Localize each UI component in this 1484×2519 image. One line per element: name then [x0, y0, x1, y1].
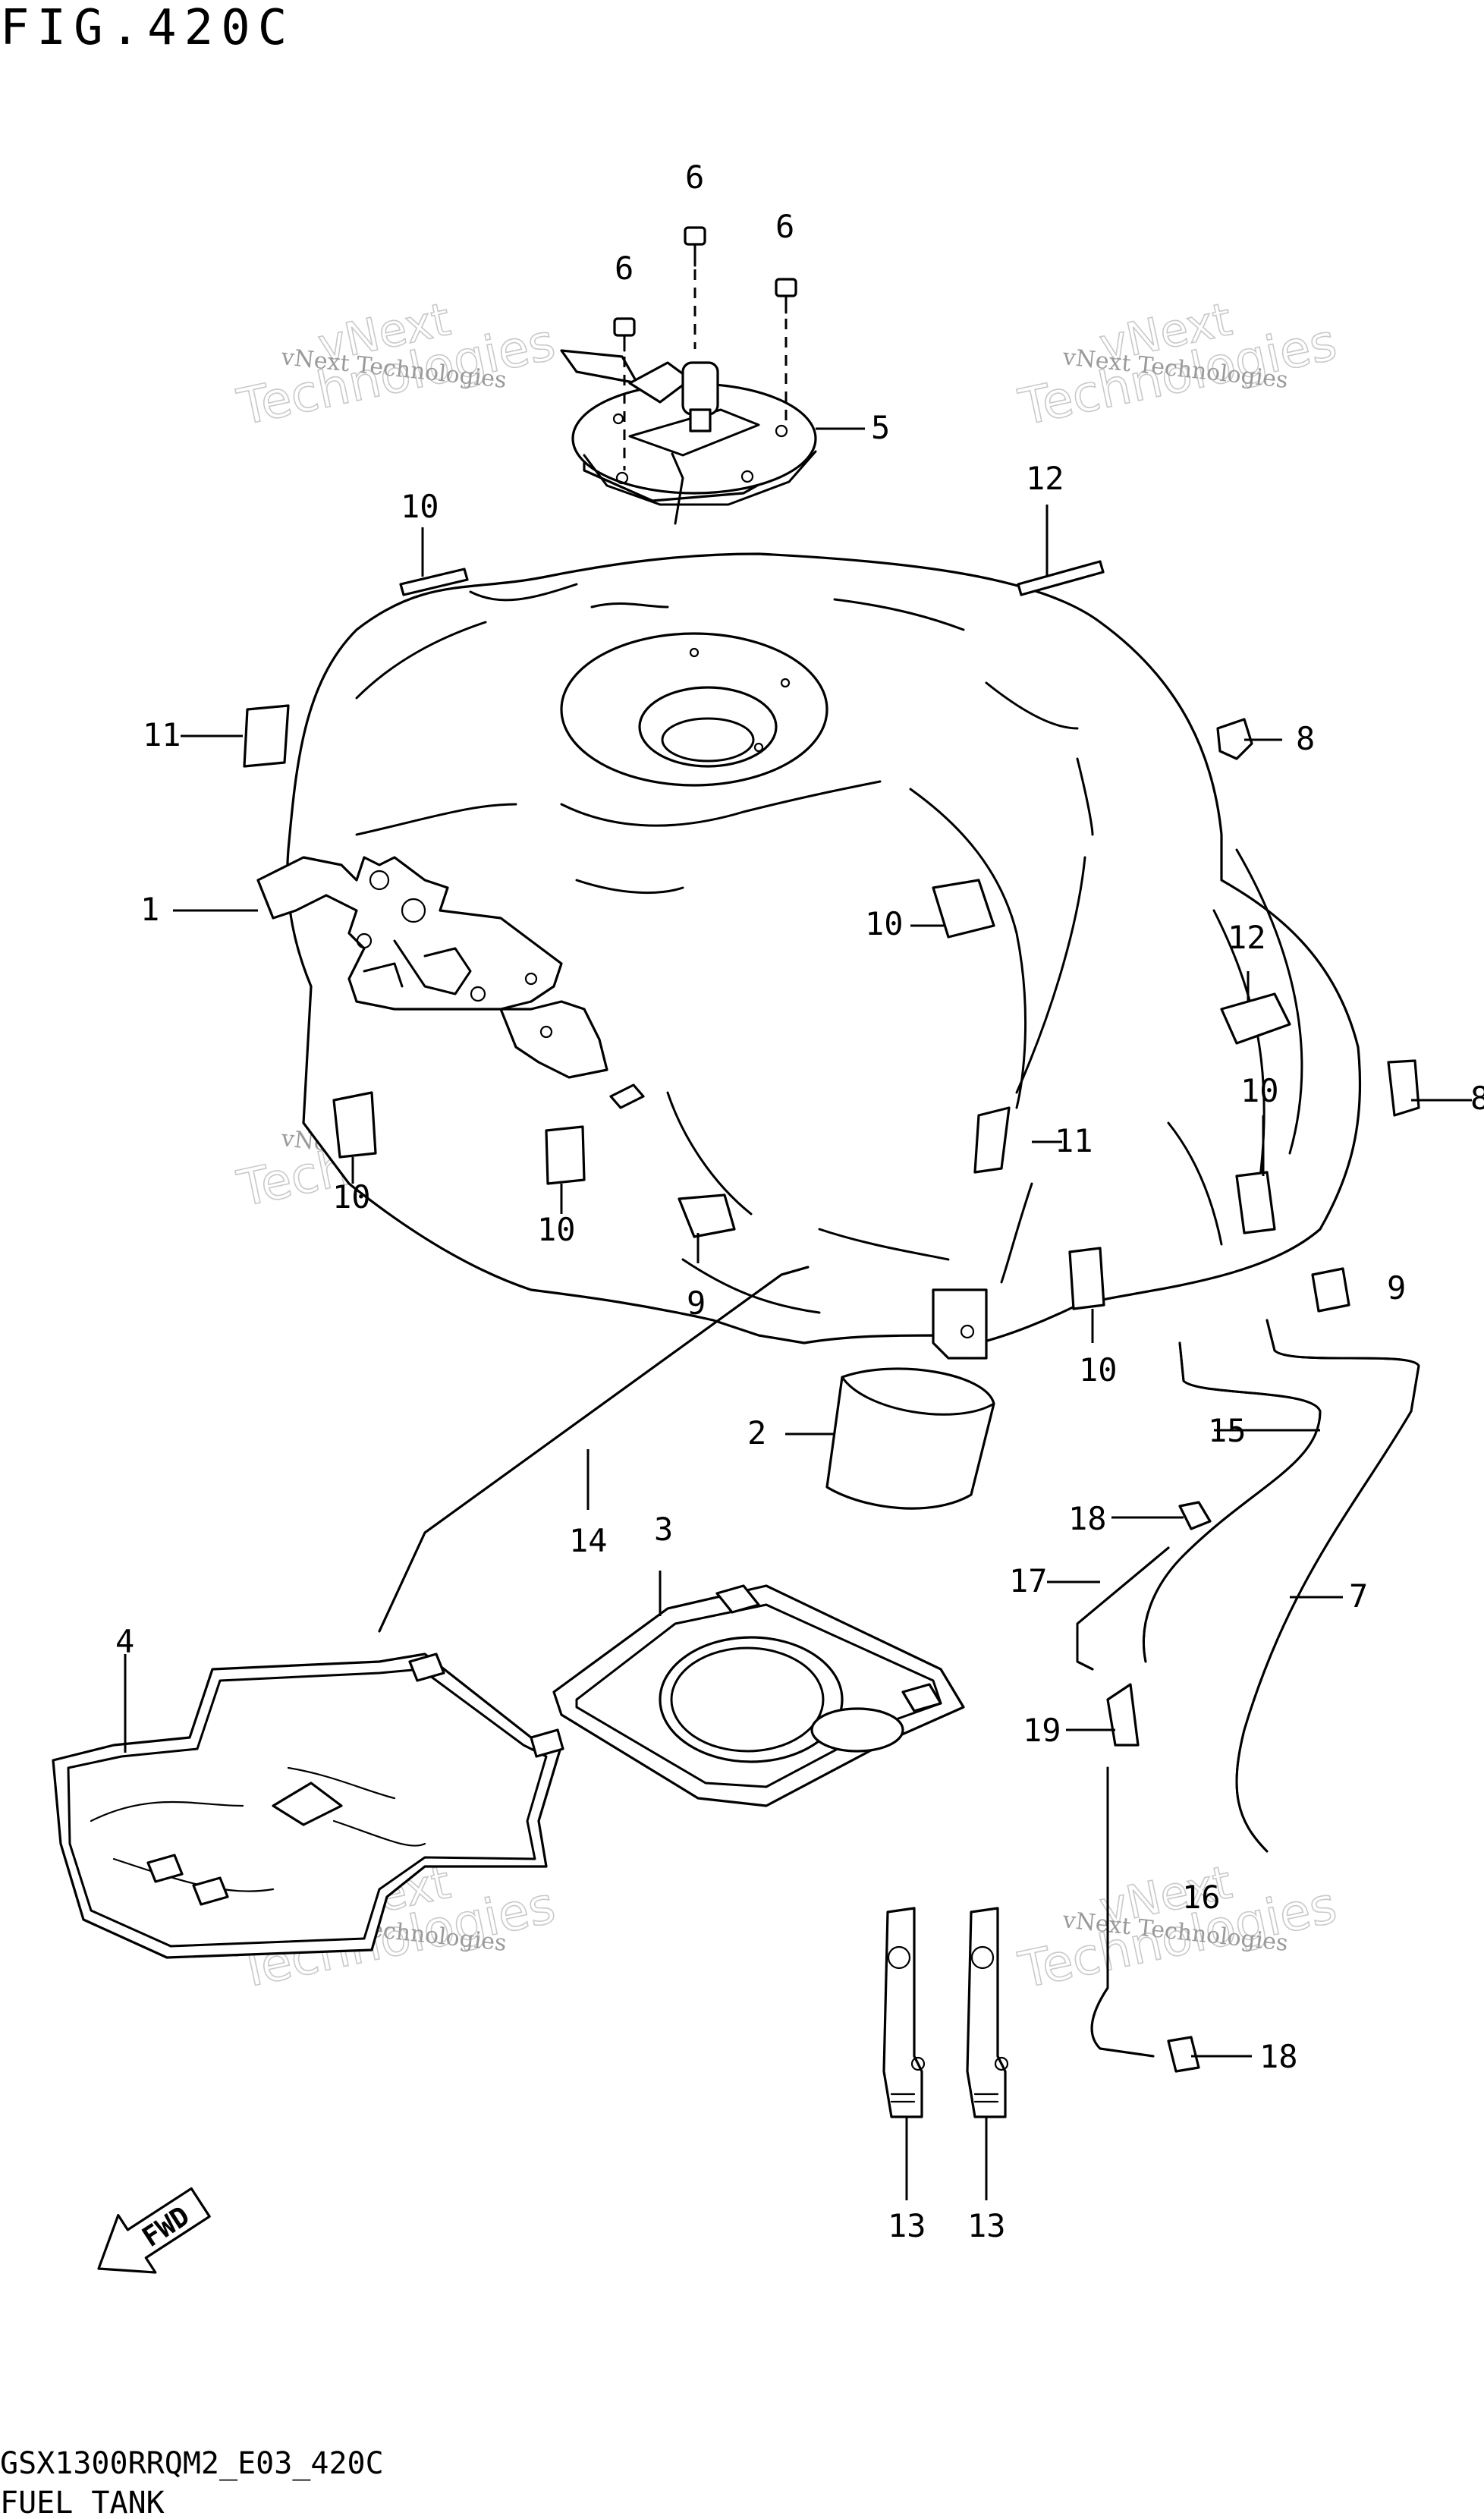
clip-9-left	[678, 1193, 736, 1238]
diagram-code: GSX1300RRQM2_E03_420C	[0, 2446, 384, 2481]
callout-13: 13	[888, 2207, 926, 2244]
callout-8: 8	[1296, 720, 1315, 757]
clamp-18-bottom	[1167, 2036, 1200, 2073]
pad-12-top	[1017, 560, 1105, 596]
fuel-tank	[256, 552, 1362, 1360]
callout-8: 8	[1470, 1080, 1484, 1117]
callout-10: 10	[401, 488, 439, 525]
callout-10: 10	[1240, 1072, 1279, 1109]
pads	[243, 560, 1420, 1313]
joint-19	[1106, 1683, 1140, 1747]
pad-10-top	[399, 568, 469, 596]
callout-13: 13	[967, 2207, 1006, 2244]
leader-lines	[124, 427, 1472, 2200]
callout-5: 5	[871, 409, 890, 446]
callouts: 5 6 6 6 12 10 11 1 8 10 12 10 8 11 10 10…	[115, 159, 1484, 2244]
pad-11-left	[243, 704, 290, 768]
callout-16: 16	[1182, 1879, 1221, 1916]
callout-1: 1	[140, 891, 159, 928]
pad-10-left	[332, 1091, 377, 1159]
figure-title: FIG.420C	[0, 0, 294, 56]
callout-15: 15	[1208, 1412, 1247, 1449]
callout-12: 12	[1026, 460, 1064, 497]
clip-8-top	[1216, 718, 1253, 760]
clip-9-right	[1311, 1267, 1350, 1313]
bolts	[613, 226, 797, 470]
pad-12-right	[1220, 992, 1291, 1045]
callout-11: 11	[1055, 1122, 1093, 1159]
callout-12: 12	[1228, 919, 1266, 956]
hoses	[1076, 1319, 1420, 2073]
callout-18: 18	[1068, 1500, 1107, 1537]
heat-shield-part-4	[52, 1653, 564, 1959]
fwd-arrow-icon: FWD	[97, 2187, 211, 2274]
callout-18: 18	[1259, 2038, 1298, 2075]
clamp-18-top	[1178, 1501, 1212, 1530]
callout-11: 11	[143, 716, 181, 753]
pad-10-bottom	[1068, 1247, 1105, 1310]
pad-10-right	[1235, 1171, 1276, 1234]
bolt-icon	[613, 317, 636, 470]
callout-7: 7	[1349, 1577, 1368, 1615]
callout-10: 10	[537, 1211, 576, 1248]
callout-6: 6	[775, 208, 794, 245]
callout-3: 3	[654, 1511, 673, 1548]
callout-2: 2	[747, 1414, 766, 1451]
fuel-cap-assembly	[560, 349, 817, 525]
callout-19: 19	[1023, 1712, 1061, 1749]
callout-10: 10	[332, 1178, 371, 1215]
pad-11-mid	[973, 1106, 1011, 1174]
callout-9: 9	[687, 1285, 706, 1322]
diagram-subtitle: FUEL TANK	[0, 2486, 165, 2519]
clip-8-right	[1387, 1059, 1420, 1117]
callout-14: 14	[569, 1522, 608, 1559]
bolt-icon	[775, 278, 797, 425]
bolt-icon	[684, 226, 706, 349]
callout-10: 10	[865, 905, 904, 942]
gasket-part-3	[552, 1584, 965, 1807]
callout-9: 9	[1387, 1269, 1406, 1307]
brackets-part-13	[882, 1907, 1009, 2118]
collar-part-2	[825, 1367, 995, 1510]
callout-10: 10	[1079, 1351, 1118, 1388]
callout-4: 4	[115, 1623, 134, 1660]
callout-6: 6	[615, 250, 634, 287]
callout-17: 17	[1009, 1562, 1048, 1599]
pad-10-mid	[932, 879, 995, 939]
pad-10-center	[545, 1125, 586, 1185]
drain-pipe-part-14	[378, 1266, 810, 1633]
callout-6: 6	[685, 159, 704, 196]
